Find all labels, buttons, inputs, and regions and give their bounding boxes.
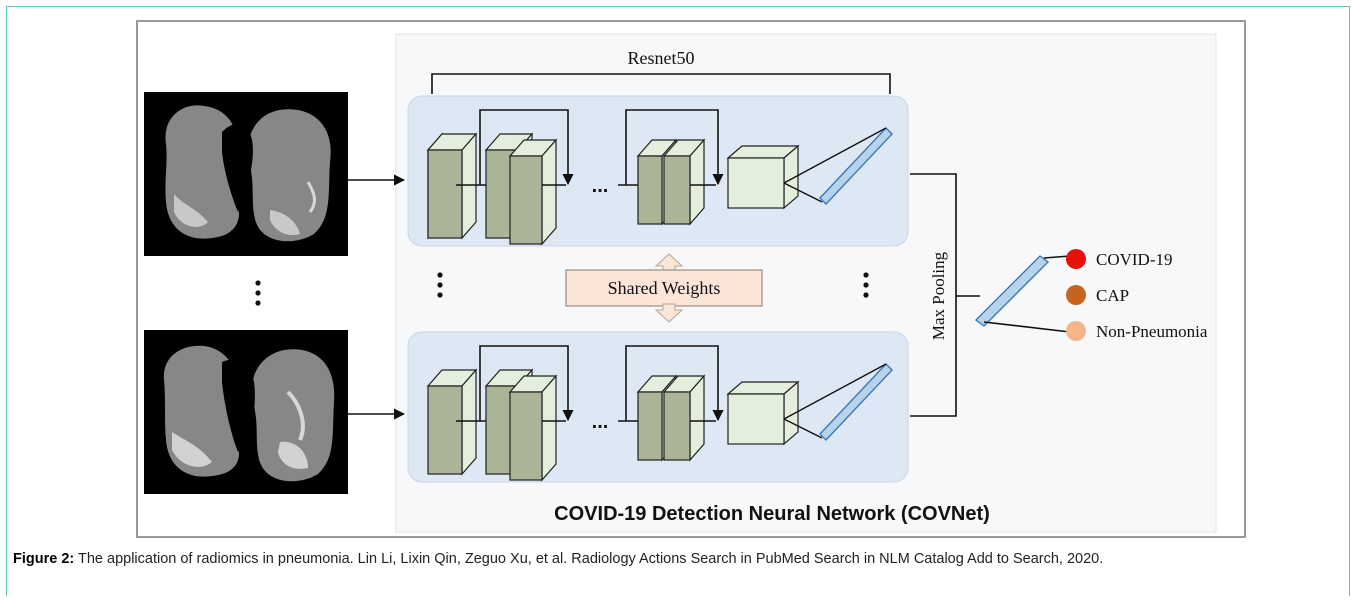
caption-text: The application of radiomics in pneumoni…	[74, 551, 1104, 567]
figure-box: Resnet50 ...	[136, 20, 1246, 538]
shared-weights: Shared Weights	[565, 253, 763, 323]
max-pooling-connector: Max Pooling	[910, 173, 980, 417]
ct-scan-top	[144, 92, 348, 256]
branch-bottom: ...	[407, 331, 909, 483]
output-label-covid: COVID-19	[1096, 250, 1173, 269]
branch-top: ...	[407, 95, 909, 247]
center-left-ellipsis	[437, 272, 443, 298]
network-title: COVID-19 Detection Neural Network (COVNe…	[554, 503, 990, 525]
non-pneumonia-output-node	[1066, 321, 1086, 341]
ellipsis-top: ...	[592, 175, 609, 197]
output-layer: COVID-19 CAP Non-Pneumonia	[974, 249, 1208, 341]
output-label-cap: CAP	[1096, 286, 1129, 305]
left-ellipsis	[255, 280, 261, 306]
page-frame	[6, 6, 1350, 596]
resnet-label: Resnet50	[628, 48, 695, 68]
ct-scan-bottom	[144, 330, 348, 494]
cap-output-node	[1066, 285, 1086, 305]
shared-weights-label: Shared Weights	[608, 278, 721, 298]
covnet-diagram: Resnet50 ...	[144, 33, 1217, 533]
max-pooling-label: Max Pooling	[929, 251, 948, 340]
ellipsis-bottom: ...	[592, 411, 609, 433]
output-label-non-pneumonia: Non-Pneumonia	[1096, 322, 1208, 341]
caption-label: Figure 2:	[13, 551, 75, 567]
center-right-ellipsis	[863, 272, 869, 298]
figure-caption: Figure 2: The application of radiomics i…	[13, 550, 1343, 569]
resnet-bracket	[431, 73, 891, 94]
covid-output-node	[1066, 249, 1086, 269]
